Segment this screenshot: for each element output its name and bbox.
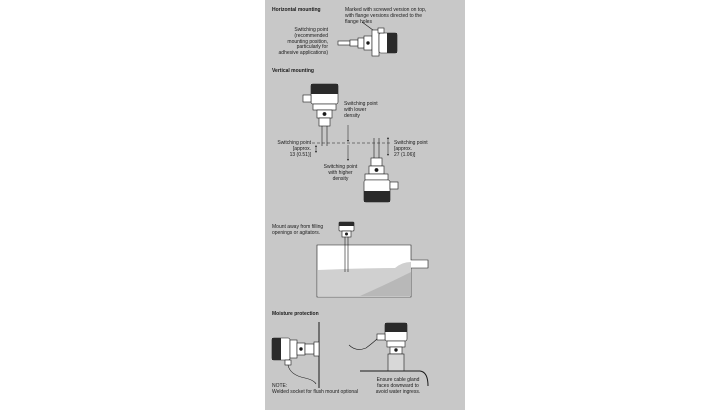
vertical-sensor-top xyxy=(302,83,339,146)
heading-moisture-protection: Moisture protection xyxy=(272,311,319,317)
horizontal-cable-gland xyxy=(377,27,385,34)
moisture-right-cable-gland xyxy=(376,333,386,341)
label-horizontal-switching-point: Switching point (recommended mounting po… xyxy=(278,27,328,57)
heading-vertical-mounting: Vertical mounting xyxy=(272,68,314,74)
vertical-top-cable-gland xyxy=(302,94,312,103)
vertical-sensor-bottom xyxy=(363,138,399,203)
tank-installation xyxy=(316,221,429,298)
label-switching-point-right: Switching point [approx. 27 (1.06)] xyxy=(394,140,428,158)
figure-panel xyxy=(265,0,465,410)
horizontal-fork-tines xyxy=(337,40,351,46)
horizontal-sensor xyxy=(337,21,398,57)
label-tank-note: Mount away from filling openings or agit… xyxy=(272,224,324,236)
label-flange-note: Marked with screwed version on top, with… xyxy=(345,7,427,25)
vertical-bottom-cable-gland xyxy=(389,181,399,190)
label-moisture-note-left: NOTE: Welded socket for flush mount opti… xyxy=(272,383,359,395)
moisture-left-sensor xyxy=(271,322,320,388)
moisture-right-sensor xyxy=(348,322,429,387)
label-switching-point-left: Switching point [approx. 13 (0.51)] xyxy=(277,140,311,158)
switching-point-guides xyxy=(312,125,392,161)
label-lower-density: Switching point with lower density xyxy=(344,101,378,119)
moisture-left-cable-gland xyxy=(284,359,292,366)
label-moisture-note-right: Ensure cable gland faces downward to avo… xyxy=(375,377,421,395)
heading-horizontal-mounting: Horizontal mounting xyxy=(272,7,321,13)
label-higher-density: Switching point with higher density xyxy=(323,164,358,182)
